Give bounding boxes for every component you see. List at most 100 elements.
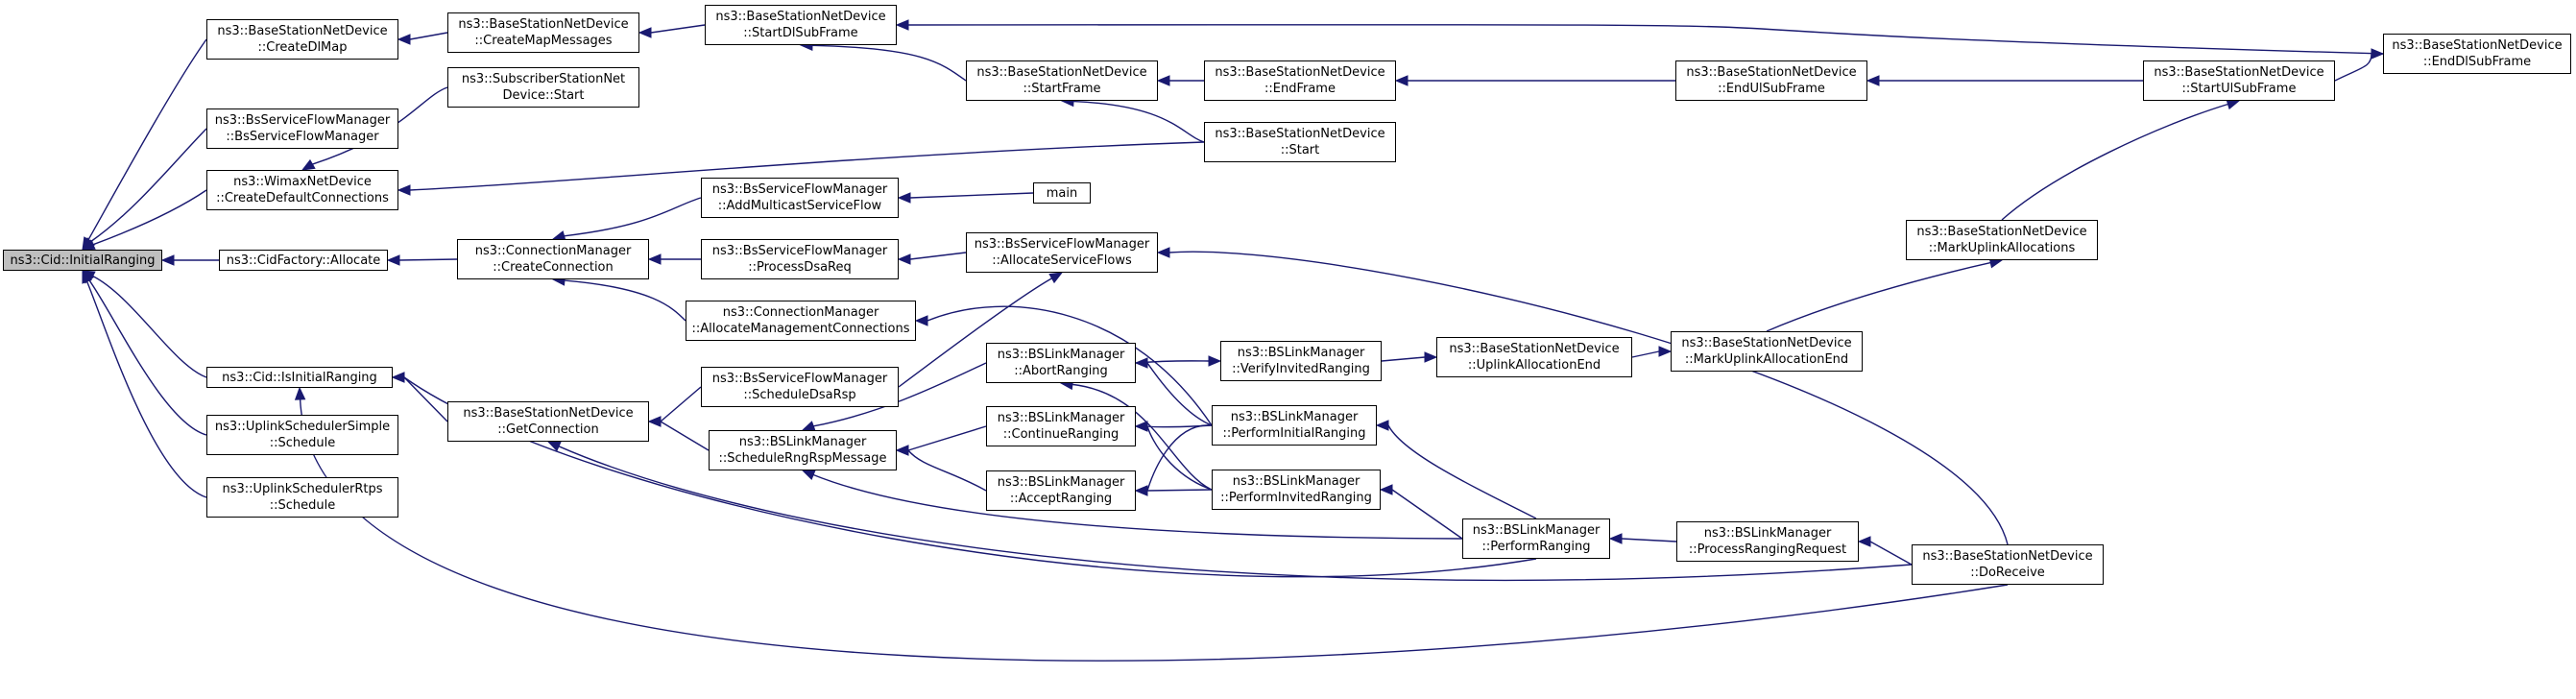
arrowhead-n33-n30 bbox=[1608, 533, 1623, 544]
arrowhead-n12-n8 bbox=[638, 27, 652, 38]
graph-node-n19[interactable]: main bbox=[1033, 182, 1091, 204]
graph-node-n20[interactable]: ns3::BsServiceFlowManager::AllocateServi… bbox=[966, 232, 1158, 273]
node-label-line: ns3::BaseStationNetDevice bbox=[1686, 65, 1857, 80]
graph-node-n8[interactable]: ns3::BaseStationNetDevice::CreateMapMess… bbox=[447, 12, 639, 53]
graph-node-n33[interactable]: ns3::BSLinkManager::ProcessRangingReques… bbox=[1676, 521, 1859, 562]
edge-n35-n34 bbox=[2001, 103, 2228, 221]
node-label-line: ns3::ConnectionManager bbox=[474, 244, 632, 258]
edge-n25-n18 bbox=[1072, 100, 1205, 143]
node-label-line: ns3::UplinkSchedulerSimple bbox=[214, 420, 391, 434]
graph-node-n4[interactable]: ns3::CidFactory::Allocate bbox=[219, 250, 388, 271]
arrowhead-n30-n28 bbox=[1379, 484, 1393, 495]
graph-node-n25[interactable]: ns3::BaseStationNetDevice::Start bbox=[1204, 122, 1396, 162]
node-label-line: ::Schedule bbox=[269, 498, 336, 513]
graph-node-n21[interactable]: ns3::BSLinkManager::AbortRanging bbox=[986, 343, 1136, 383]
graph-node-n12[interactable]: ns3::BaseStationNetDevice::StartDlSubFra… bbox=[705, 5, 897, 45]
edge-n8-n1 bbox=[409, 32, 448, 40]
arrowhead-n29-n32 bbox=[1658, 346, 1673, 357]
node-label-line: ns3::BaseStationNetDevice bbox=[1215, 127, 1385, 141]
graph-node-n1[interactable]: ns3::BaseStationNetDevice::CreateDlMap bbox=[206, 19, 398, 60]
graph-node-n37[interactable]: ns3::BaseStationNetDevice::EndDlSubFrame bbox=[2383, 34, 2571, 74]
arrowhead-n9-n3 bbox=[301, 158, 316, 171]
graph-node-n7[interactable]: ns3::UplinkSchedulerRtps::Schedule bbox=[206, 477, 398, 518]
edge-n11-n5 bbox=[403, 376, 448, 422]
edge-n36-n33 bbox=[1869, 541, 1913, 566]
node-label-line: ns3::BaseStationNetDevice bbox=[1922, 549, 2093, 564]
edge-n19-n13 bbox=[909, 192, 1034, 199]
graph-node-n22[interactable]: ns3::BSLinkManager::ContinueRanging bbox=[986, 406, 1136, 446]
graph-node-n23[interactable]: ns3::BSLinkManager::AcceptRanging bbox=[986, 470, 1136, 511]
node-label-line: ::VerifyInvitedRanging bbox=[1232, 362, 1370, 376]
edge-n28-n23 bbox=[1146, 489, 1213, 492]
edge-n22-n17 bbox=[907, 425, 987, 451]
node-label-line: ::ScheduleDsaRsp bbox=[743, 388, 856, 402]
graph-node-n24[interactable]: ns3::BaseStationNetDevice::EndFrame bbox=[1204, 60, 1396, 101]
node-label-line: ns3::BSLinkManager bbox=[997, 411, 1125, 425]
arrowhead-n36-n33 bbox=[1857, 536, 1871, 547]
graph-node-n30[interactable]: ns3::BSLinkManager::PerformRanging bbox=[1462, 518, 1610, 559]
graph-node-n16[interactable]: ns3::BsServiceFlowManager::ScheduleDsaRs… bbox=[701, 367, 899, 407]
graph-node-n34[interactable]: ns3::BaseStationNetDevice::StartUlSubFra… bbox=[2143, 60, 2335, 101]
arrowhead-n37-n12 bbox=[895, 19, 909, 31]
node-label-line: ::StartDlSubFrame bbox=[743, 26, 858, 40]
arrowhead-n27-n15 bbox=[914, 315, 928, 326]
graph-node-n31[interactable]: ns3::BaseStationNetDevice::EndUlSubFrame bbox=[1675, 60, 1867, 101]
edge-n7-n0 bbox=[85, 280, 207, 498]
graph-node-n3[interactable]: ns3::WimaxNetDevice::CreateDefaultConnec… bbox=[206, 170, 398, 210]
node-label-line: ns3::BaseStationNetDevice bbox=[2392, 38, 2563, 53]
graph-node-n27[interactable]: ns3::BSLinkManager::PerformInitialRangin… bbox=[1212, 405, 1377, 446]
graph-node-n28[interactable]: ns3::BSLinkManager::PerformInvitedRangin… bbox=[1212, 470, 1381, 510]
node-label-line: ::PerformInitialRanging bbox=[1222, 426, 1366, 441]
graph-node-n26[interactable]: ns3::BSLinkManager::VerifyInvitedRanging bbox=[1220, 341, 1382, 381]
node-label-line: ns3::BSLinkManager bbox=[1232, 474, 1360, 489]
edge-n13-n10 bbox=[564, 197, 702, 237]
graph-node-n15[interactable]: ns3::ConnectionManager::AllocateManageme… bbox=[686, 301, 916, 341]
graph-node-n5[interactable]: ns3::Cid::IsInitialRanging bbox=[206, 367, 393, 388]
node-label-line: ns3::ConnectionManager bbox=[722, 305, 879, 320]
graph-node-n35[interactable]: ns3::BaseStationNetDevice::MarkUplinkAll… bbox=[1906, 220, 2098, 260]
node-label-line: ns3::BaseStationNetDevice bbox=[715, 10, 886, 24]
edge-n33-n30 bbox=[1621, 538, 1677, 542]
node-label-line: ::AddMulticastServiceFlow bbox=[717, 199, 882, 213]
graph-node-n10[interactable]: ns3::ConnectionManager::CreateConnection bbox=[457, 239, 649, 279]
graph-node-n18[interactable]: ns3::BaseStationNetDevice::StartFrame bbox=[966, 60, 1158, 101]
graph-node-n0: ns3::Cid::InitialRanging bbox=[3, 250, 162, 271]
node-label-line: ::AllocateManagementConnections bbox=[691, 322, 910, 336]
node-label-line: ns3::BsServiceFlowManager bbox=[711, 372, 888, 386]
edge-n30-n27 bbox=[1387, 424, 1537, 519]
arrowhead-n19-n13 bbox=[897, 192, 911, 204]
node-label-line: ns3::BsServiceFlowManager bbox=[711, 244, 888, 258]
node-label-line: ns3::BaseStationNetDevice bbox=[2154, 65, 2324, 80]
edge-n27-n21 bbox=[1146, 362, 1213, 426]
node-label-line: ::ContinueRanging bbox=[1002, 427, 1119, 442]
node-label-line: ns3::BSLinkManager bbox=[1703, 526, 1832, 541]
graph-node-n13[interactable]: ns3::BsServiceFlowManager::AddMulticastS… bbox=[701, 178, 899, 218]
arrowhead-n25-n3 bbox=[397, 184, 411, 196]
graph-node-n36[interactable]: ns3::BaseStationNetDevice::DoReceive bbox=[1912, 544, 2104, 585]
graph-node-n2[interactable]: ns3::BsServiceFlowManager::BsServiceFlow… bbox=[206, 108, 398, 149]
edge-n32-n35 bbox=[1766, 261, 1991, 332]
node-label-line: ns3::BSLinkManager bbox=[1237, 346, 1365, 360]
arrowhead-n24-n18 bbox=[1156, 75, 1170, 86]
node-label-line: ns3::BaseStationNetDevice bbox=[217, 24, 388, 38]
graph-node-n11[interactable]: ns3::BaseStationNetDevice::GetConnection bbox=[447, 401, 649, 442]
node-label-line: ns3::BsServiceFlowManager bbox=[214, 113, 391, 128]
node-label-line: ::UplinkAllocationEnd bbox=[1467, 358, 1601, 373]
graph-node-n17[interactable]: ns3::BSLinkManager::ScheduleRngRspMessag… bbox=[709, 430, 897, 470]
node-label-line: ns3::BaseStationNetDevice bbox=[463, 406, 634, 421]
node-label-line: ns3::BaseStationNetDevice bbox=[1681, 336, 1852, 350]
edge-n3-n0 bbox=[92, 189, 207, 246]
arrowhead-n30-n5 bbox=[391, 372, 405, 383]
node-label-line: ::Schedule bbox=[269, 436, 336, 450]
graph-node-n29[interactable]: ns3::BaseStationNetDevice::UplinkAllocat… bbox=[1436, 337, 1632, 377]
graph-node-n32[interactable]: ns3::BaseStationNetDevice::MarkUplinkAll… bbox=[1671, 331, 1863, 372]
arrowhead-n17-n11 bbox=[647, 416, 662, 427]
edge-n28-n22 bbox=[1146, 425, 1213, 491]
edge-n28-n21 bbox=[1071, 383, 1213, 491]
node-label-line: ns3::CidFactory::Allocate bbox=[226, 253, 381, 268]
node-label-line: ::Start bbox=[1280, 143, 1320, 157]
graph-node-n6[interactable]: ns3::UplinkSchedulerSimple::Schedule bbox=[206, 415, 398, 455]
graph-node-n14[interactable]: ns3::BsServiceFlowManager::ProcessDsaReq bbox=[701, 239, 899, 279]
